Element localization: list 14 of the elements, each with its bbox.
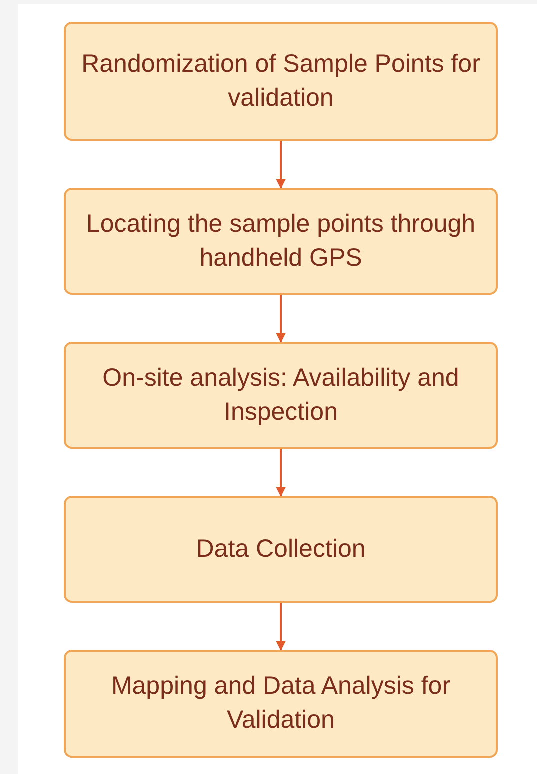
process-box [64, 188, 498, 295]
process-box [64, 496, 498, 603]
process-box [64, 22, 498, 141]
arrow [276, 603, 286, 651]
step-text: Locating the sample points through handheld GPS [85, 208, 477, 274]
step-text: Randomization of Sample Points for validation [80, 48, 482, 114]
step-text: Mapping and Data Analysis for Validation [110, 671, 452, 736]
step-text: On-site analysis: Availability and Inspection [102, 362, 460, 428]
process-box [64, 342, 498, 449]
arrow [276, 141, 286, 189]
step-text: Data Collection [196, 534, 366, 565]
arrow [276, 449, 286, 497]
arrow [276, 295, 286, 343]
process-box [64, 650, 498, 758]
